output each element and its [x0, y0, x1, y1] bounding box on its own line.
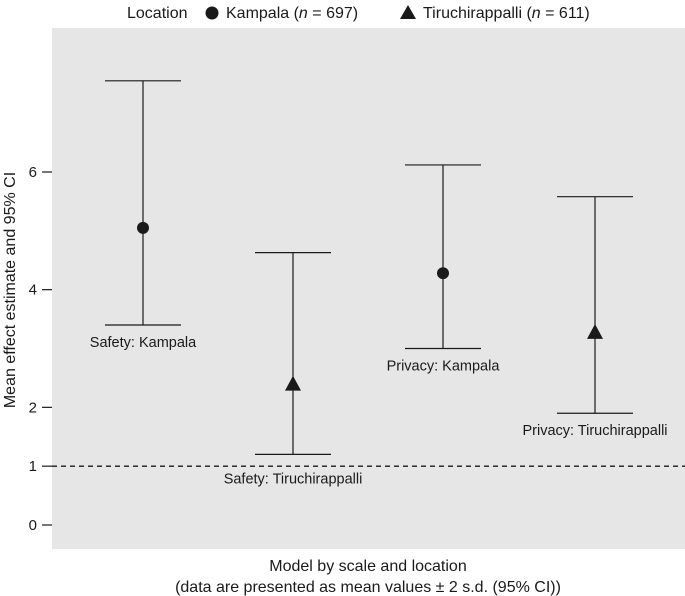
legend-triangle-marker-icon — [400, 5, 416, 19]
y-tick-label: 2 — [29, 399, 37, 416]
plot-panel — [52, 28, 685, 549]
data-point-group: Safety: Tiruchirappalli — [224, 252, 363, 487]
legend: Location Kampala (n = 697) Tiruchirappal… — [127, 5, 590, 22]
y-tick-label: 1 — [29, 458, 37, 475]
legend-circle-marker-icon — [205, 6, 219, 20]
data-point-label: Privacy: Tiruchirappalli — [522, 423, 667, 439]
legend-item-kampala: Kampala (n = 697) — [226, 5, 358, 22]
mean-marker-circle — [437, 267, 449, 280]
y-tick-label: 0 — [29, 517, 37, 534]
data-point-group: Privacy: Kampala — [387, 164, 501, 375]
x-axis-label-note: (data are presented as mean values ± 2 s… — [175, 579, 561, 596]
y-axis-ticks: 0 1 2 4 6 — [29, 164, 52, 534]
legend-title: Location — [127, 5, 188, 22]
mean-marker-triangle — [587, 324, 603, 339]
mean-marker-circle — [137, 221, 149, 234]
data-point-group: Safety: Kampala — [90, 80, 197, 351]
x-axis-label: Model by scale and location — [269, 558, 466, 575]
data-point-label: Privacy: Kampala — [387, 359, 501, 375]
legend-item-tiruchirappalli: Tiruchirappalli (n = 611) — [423, 5, 590, 22]
data-point-group: Privacy: Tiruchirappalli — [522, 196, 668, 439]
mean-marker-triangle — [285, 375, 301, 391]
y-tick-label: 4 — [29, 282, 37, 299]
y-axis-label: Mean effect estimate and 95% CI — [2, 172, 19, 408]
data-point-label: Safety: Kampala — [90, 335, 197, 351]
data-point-label: Safety: Tiruchirappalli — [224, 471, 363, 487]
y-tick-label: 6 — [29, 164, 37, 181]
